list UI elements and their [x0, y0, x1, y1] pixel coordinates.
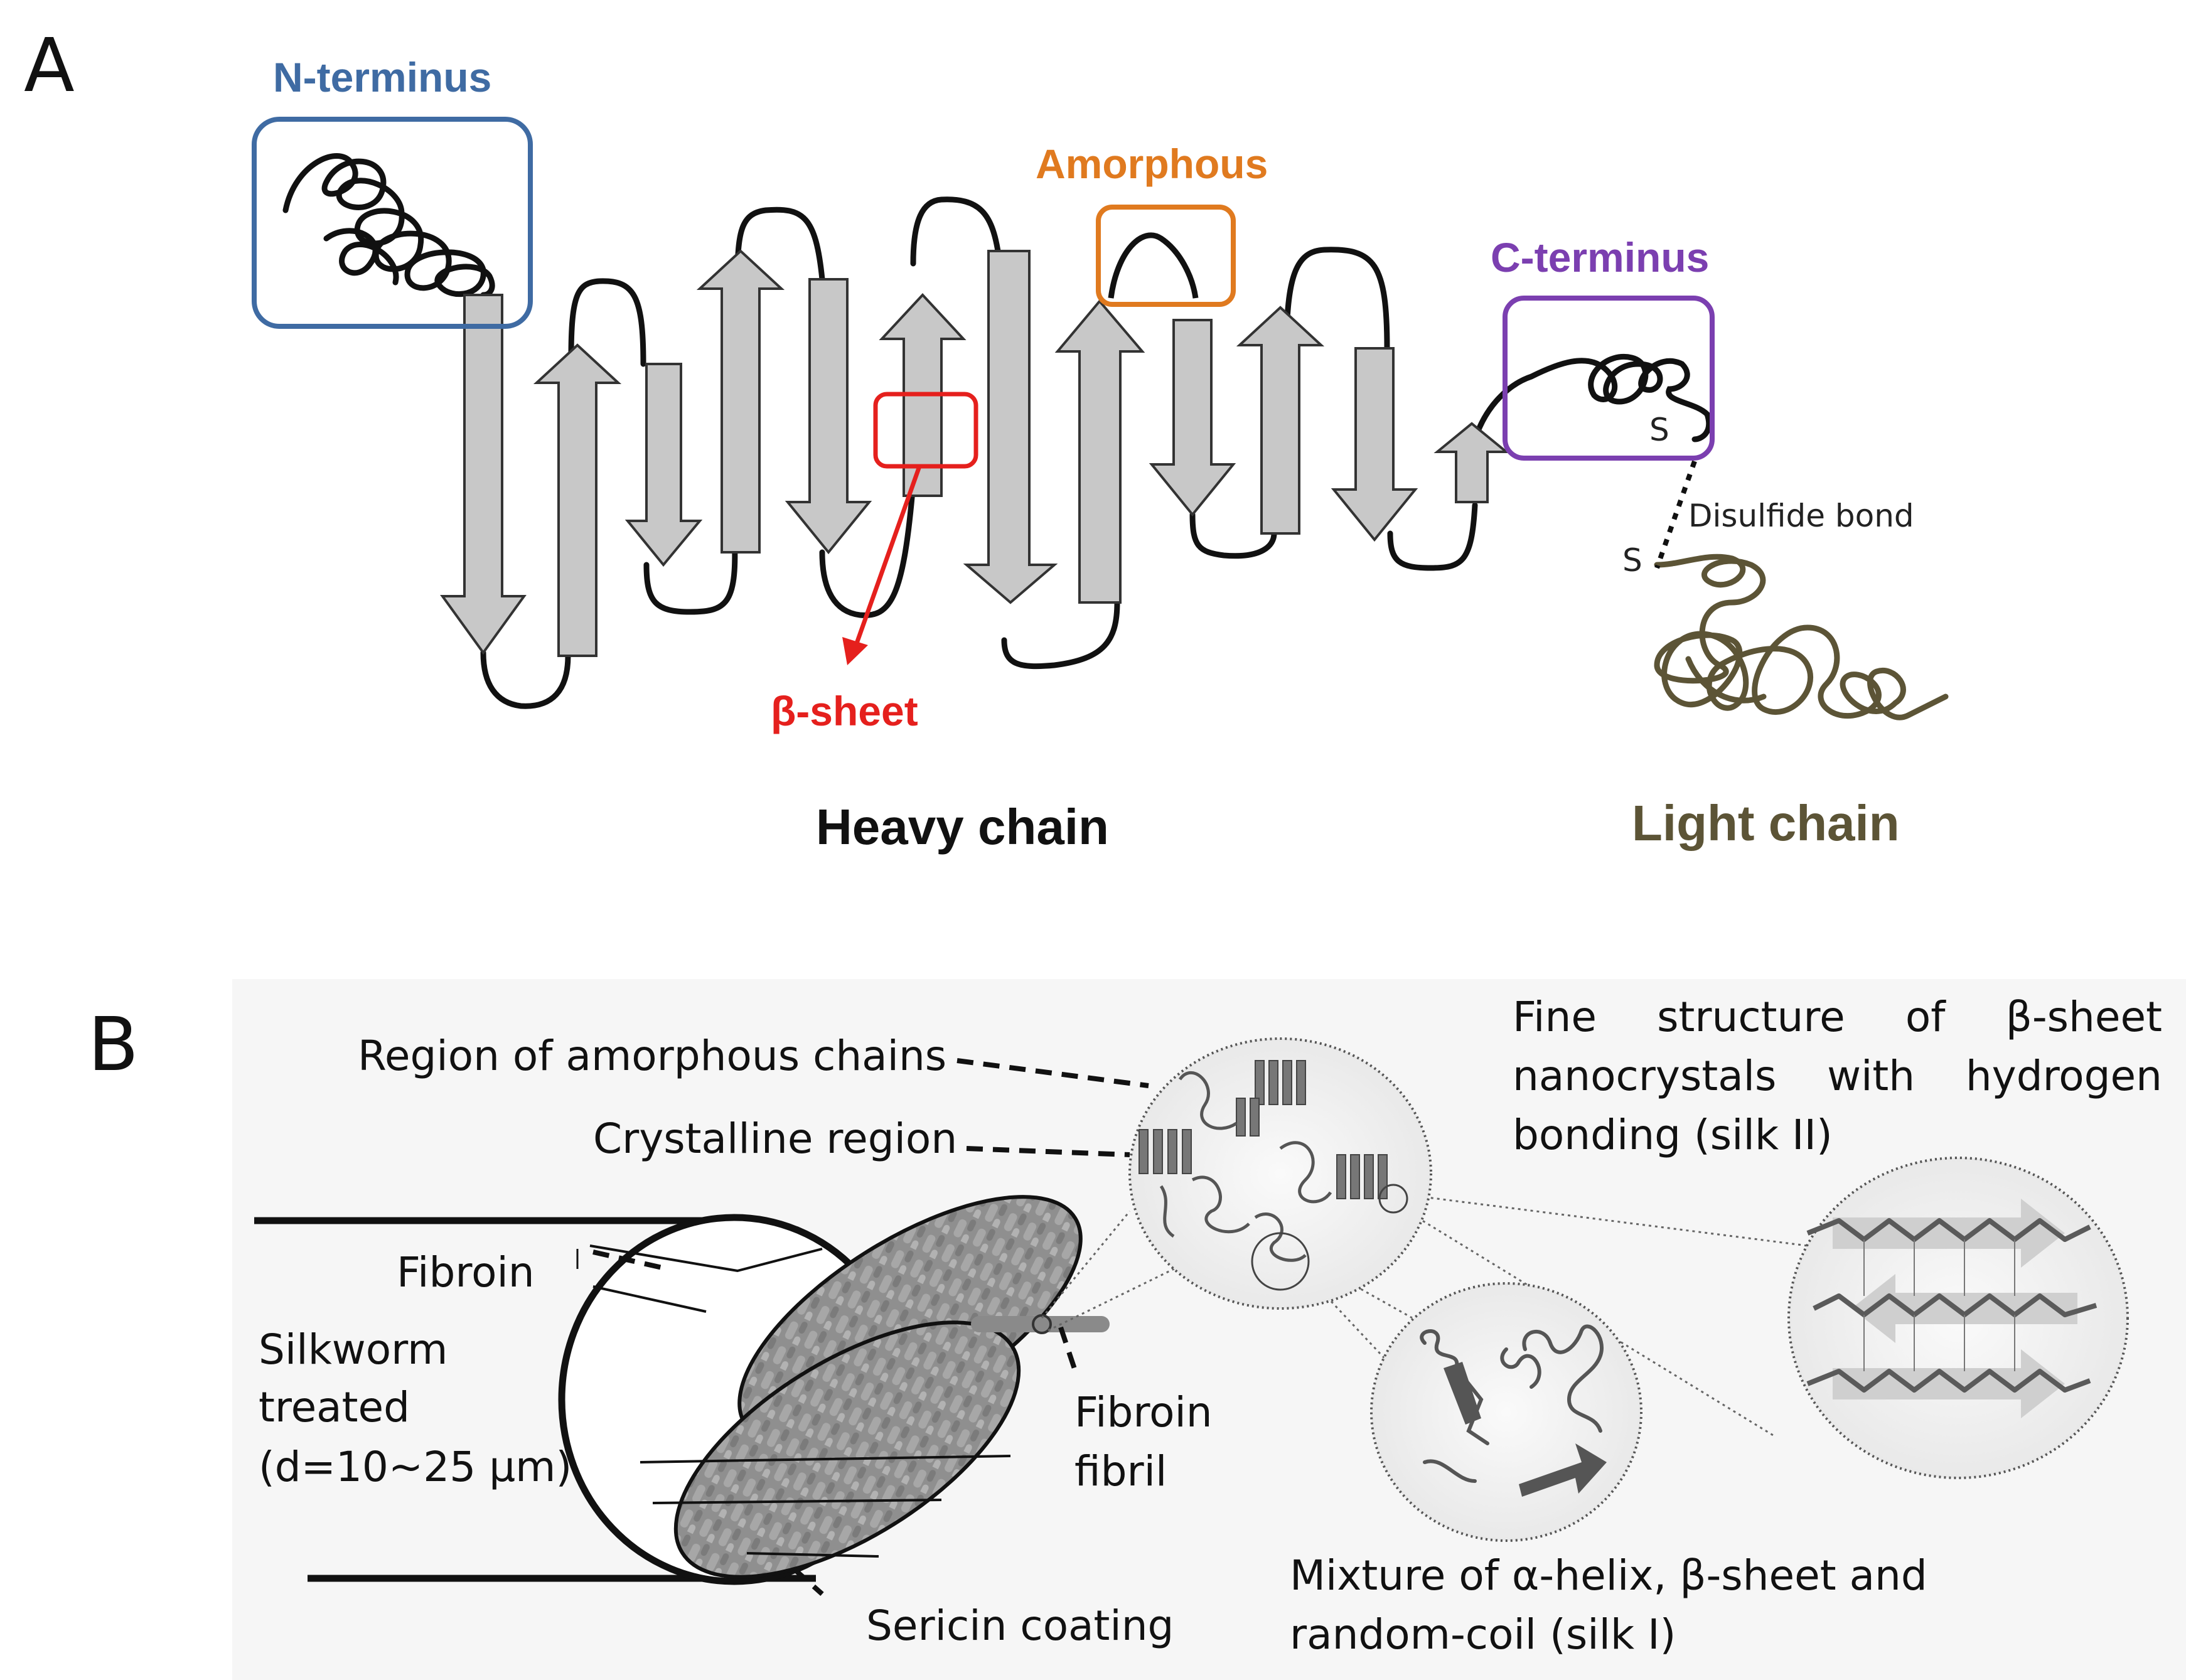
crystalline-region-label: Crystalline region: [593, 1115, 958, 1163]
panel-a-label: A: [24, 22, 75, 109]
silk-fiber: [254, 1195, 1110, 1585]
disulfide-bond-line: [1654, 460, 1697, 569]
light-chain-label: Light chain: [1632, 795, 1900, 851]
heavy-chain-label: Heavy chain: [816, 799, 1109, 855]
n-terminus-box: [252, 117, 533, 329]
strand-2-up: [533, 343, 622, 657]
c-terminus-label: C-terminus: [1491, 234, 1710, 281]
beta-sheet-box: [873, 392, 978, 469]
zoom-bubble-fibril: [1128, 1037, 1432, 1310]
zoom-bubble-silk-i: [1370, 1282, 1642, 1542]
disulfide-bond-label: Disulfide bond: [1688, 498, 1914, 534]
sericin-coating-label: Sericin coating: [866, 1602, 1174, 1650]
mixture-line-1: Mixture of α-helix, β-sheet and: [1290, 1551, 1927, 1600]
beta-sheet-label: β-sheet: [771, 688, 918, 734]
fibroin-label: Fibroin: [397, 1248, 535, 1297]
strand-12-up: [1433, 422, 1510, 503]
amorphous-box: [1096, 205, 1236, 307]
fibroin-fibril-line-1: Fibroin: [1074, 1388, 1213, 1437]
strand-8-up: [1054, 299, 1145, 604]
light-chain-coil: [1654, 554, 1949, 720]
sulfur-bottom-label: S: [1622, 542, 1642, 579]
fibroin-lobe-lower: [673, 1320, 1021, 1579]
strand-7-down: [963, 250, 1058, 604]
region-amorphous-label: Region of amorphous chains: [358, 1032, 947, 1080]
c-terminus-coil: [1472, 354, 1712, 442]
beta-sheet-pointer-head: [842, 637, 868, 665]
fine-structure-line-3: bonding (silk II): [1513, 1111, 1833, 1159]
n-terminus-label: N-terminus: [273, 54, 492, 100]
strand-11-down: [1331, 347, 1418, 542]
beta-sheet-pointer-line: [854, 465, 922, 645]
strand-3-down: [624, 363, 703, 567]
n-terminus-coil: [282, 153, 495, 298]
zoom-bubble-silk-ii: [1787, 1157, 2129, 1479]
panel-b-label: B: [88, 1001, 139, 1088]
strand-5-down: [785, 278, 872, 555]
amorphous-label: Amorphous: [1036, 141, 1268, 187]
c-terminus-box: [1503, 296, 1715, 461]
strand-9-down: [1149, 319, 1236, 517]
leader-lines: [592, 1058, 1149, 1596]
fibril-end-marker: [1032, 1314, 1052, 1334]
sulfur-top-label: S: [1649, 412, 1669, 448]
strand-10-up: [1236, 306, 1325, 535]
mixture-line-2: random-coil (silk I): [1290, 1610, 1676, 1659]
panel-b-silk-structure: [232, 979, 2186, 1680]
strand-4-up: [696, 249, 785, 554]
silkworm-line-2: treated: [259, 1383, 410, 1431]
sericin-cut-lines: [589, 1244, 823, 1273]
fibroin-fibril-line-2: fibril: [1074, 1447, 1167, 1495]
silkworm-line-3: (d=10~25 μm): [259, 1443, 572, 1491]
silkworm-line-1: Silkworm: [259, 1325, 448, 1374]
strand-1-down: [440, 294, 527, 655]
panel-a-protein-diagram: [252, 117, 1949, 720]
amorphous-loop: [1108, 232, 1199, 299]
